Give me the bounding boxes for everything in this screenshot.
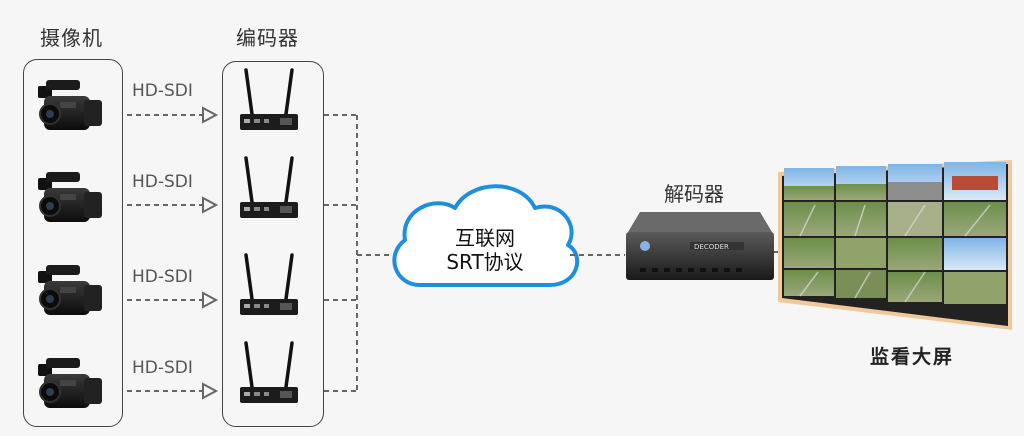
video-wall-icon (778, 160, 1012, 330)
encoder-bus-lines (324, 114, 395, 392)
svg-text:DECODER: DECODER (694, 243, 729, 251)
arrow-head-icon (202, 196, 219, 214)
camera-icon (37, 79, 103, 131)
encoder-icon (238, 68, 300, 132)
camera-group-box (23, 59, 123, 427)
decoder-icon: DECODER (626, 212, 774, 280)
arrow-head-icon (202, 382, 219, 400)
link-label-4: HD-SDI (132, 358, 193, 378)
cloud-label: 互联网 SRT协议 (426, 226, 544, 274)
arrow-head-icon (202, 291, 219, 309)
arrow-head-icon (202, 106, 219, 124)
encoder-icon (238, 341, 300, 405)
encoder-group-box (222, 61, 324, 427)
link-label-3: HD-SDI (132, 267, 193, 287)
cloud-label-line2: SRT协议 (446, 250, 524, 274)
link-label-2: HD-SDI (132, 172, 193, 192)
cameras-title: 摄像机 (40, 26, 103, 50)
cloud-icon (392, 184, 580, 287)
hdsdi-arrows (127, 114, 203, 392)
screen-title: 监看大屏 (870, 346, 955, 368)
decoder-title: 解码器 (664, 182, 724, 206)
encoders-title: 编码器 (236, 26, 299, 50)
camera-icon (37, 357, 103, 409)
cloud-label-line1: 互联网 (455, 226, 515, 250)
camera-icon (37, 264, 103, 316)
encoder-icon (238, 253, 300, 317)
link-label-1: HD-SDI (132, 81, 193, 101)
encoder-icon (238, 156, 300, 220)
camera-icon (37, 171, 103, 223)
